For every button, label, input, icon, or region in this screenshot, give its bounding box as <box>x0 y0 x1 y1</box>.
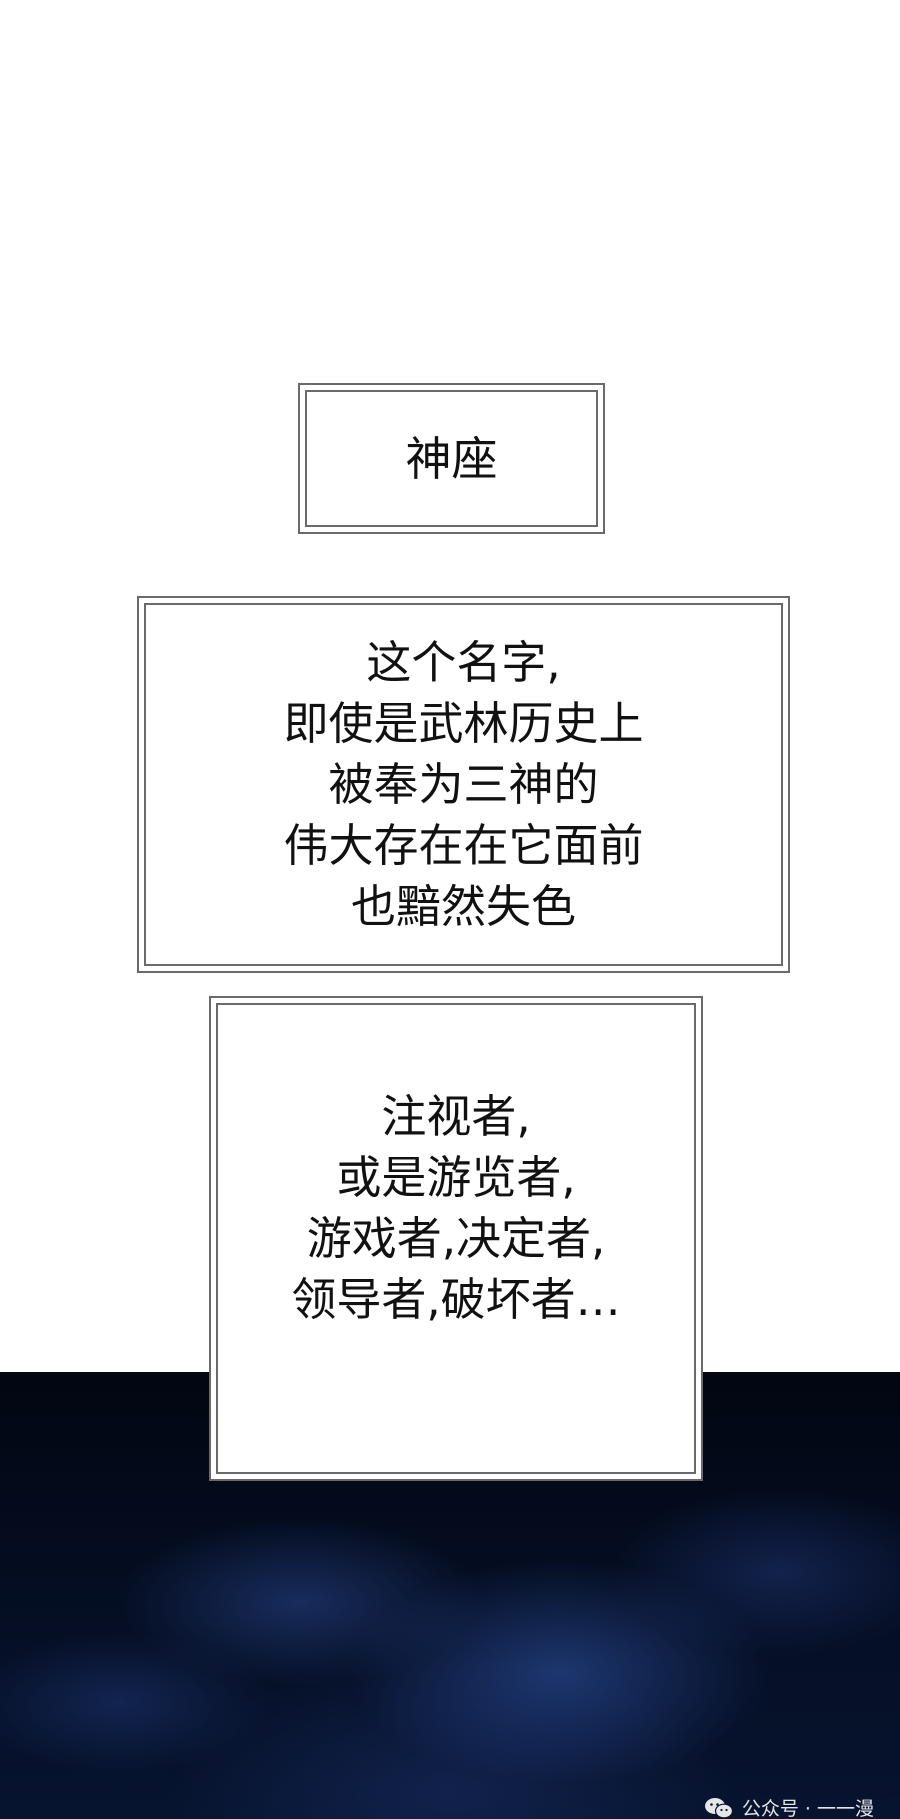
title-caption-line: 神座 <box>405 431 498 486</box>
caption-line: 伟大存在在它面前 <box>283 819 644 872</box>
narration-caption-text-1: 这个名字, 即使是武林历史上 被奉为三神的 伟大存在在它面前 也黯然失色 <box>283 632 643 937</box>
narration-caption-box-1: 这个名字, 即使是武林历史上 被奉为三神的 伟大存在在它面前 也黯然失色 <box>137 596 790 973</box>
narration-caption-box-2: 注视者, 或是游览者, 游戏者,决定者, 领导者,破坏者… <box>209 996 703 1481</box>
caption-line: 注视者, <box>381 1089 531 1143</box>
title-caption-box: 神座 <box>298 383 605 534</box>
caption-line: 领导者,破坏者… <box>291 1272 621 1326</box>
caption-line: 即使是武林历史上 <box>283 697 644 750</box>
caption-line: 也黯然失色 <box>350 880 576 933</box>
title-caption-text: 神座 <box>406 431 498 487</box>
caption-line: 被奉为三神的 <box>328 758 599 811</box>
wechat-icon <box>704 1797 733 1818</box>
caption-line: 游戏者,决定者, <box>306 1211 606 1265</box>
narration-caption-text-2: 注视者, 或是游览者, 游戏者,决定者, 领导者,破坏者… <box>291 1086 620 1330</box>
caption-line: 或是游览者, <box>336 1150 576 1204</box>
watermark-text: 公众号 · 一一漫 <box>741 1798 874 1819</box>
watermark: 公众号 · 一一漫 <box>704 1794 874 1819</box>
caption-line: 这个名字, <box>366 636 561 689</box>
